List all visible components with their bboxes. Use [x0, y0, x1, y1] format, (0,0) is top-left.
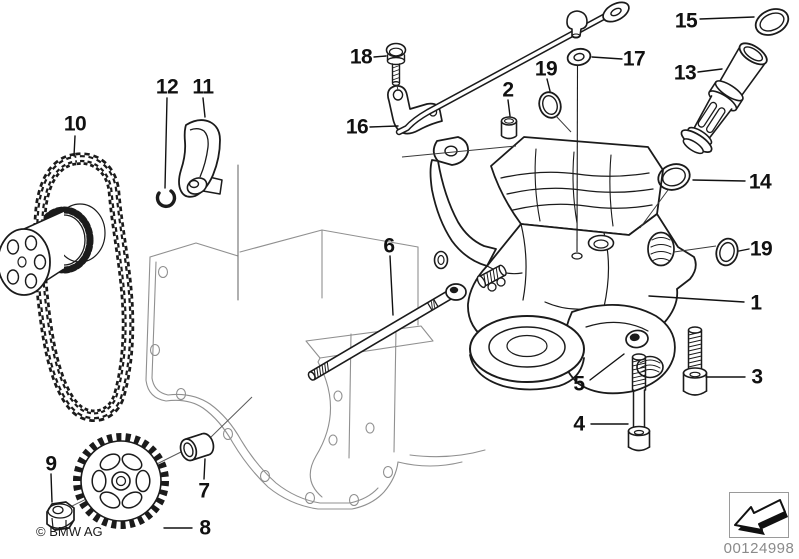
callout-19a[interactable]: 19	[534, 57, 558, 81]
tube-cap	[566, 10, 588, 39]
callout-18[interactable]: 18	[349, 45, 373, 69]
dowel-bushing-2	[500, 116, 518, 140]
pump-dipstick-hole	[571, 252, 583, 260]
callout-5[interactable]: 5	[573, 372, 585, 396]
assembly-guide-lines	[396, 84, 717, 253]
callout-13[interactable]: 13	[673, 61, 697, 85]
ghost-timing-cover	[145, 164, 419, 510]
callout-1[interactable]: 1	[750, 291, 762, 315]
callout-10[interactable]: 10	[63, 112, 87, 136]
timing-chain	[33, 152, 135, 422]
nav-arrow-box[interactable]	[729, 492, 789, 538]
sprocket-bushing	[179, 432, 215, 462]
circlip	[155, 189, 177, 209]
guide-tube	[387, 1, 630, 136]
callout-19b[interactable]: 19	[749, 237, 773, 261]
bolt-3	[682, 326, 708, 396]
image-code: 00124998	[723, 540, 795, 557]
seal-washer-17	[566, 47, 592, 253]
callout-11[interactable]: 11	[192, 75, 214, 99]
tensioner-shoe	[178, 119, 223, 198]
callout-4[interactable]: 4	[573, 412, 585, 436]
suction-strainer	[680, 42, 768, 155]
o-ring-14	[657, 163, 691, 191]
callout-3[interactable]: 3	[751, 365, 763, 389]
drive-sprocket	[73, 433, 169, 529]
callout-12[interactable]: 12	[155, 75, 179, 99]
copyright-text: © BMW AG	[36, 524, 103, 539]
o-ring-15	[754, 8, 790, 36]
pump-pickup-flange	[469, 315, 585, 383]
callout-7[interactable]: 7	[198, 479, 210, 503]
pump-arm	[429, 159, 497, 267]
tube-eyelet	[602, 1, 630, 23]
leader-lines	[50, 16, 755, 529]
pump-threaded-port	[647, 231, 675, 267]
flange-nut	[46, 501, 75, 531]
callout-8[interactable]: 8	[199, 516, 211, 540]
crank-hub-face	[0, 210, 65, 296]
pump-top-port	[587, 234, 615, 252]
back-arrow-icon	[734, 499, 788, 535]
callout-15[interactable]: 15	[674, 9, 698, 33]
bolt-18	[385, 42, 407, 86]
bolt-4	[627, 353, 651, 452]
pump-drive-shaft	[307, 285, 461, 381]
pump-arm-pad	[432, 136, 469, 166]
callout-9[interactable]: 9	[45, 452, 57, 476]
pump-shaft-stub	[476, 264, 507, 289]
oil-pump-assembly	[429, 136, 697, 395]
callout-2[interactable]: 2	[502, 78, 514, 102]
callout-6[interactable]: 6	[383, 234, 395, 258]
o-ring-19b	[715, 237, 739, 267]
callout-16[interactable]: 16	[345, 115, 369, 139]
callout-14[interactable]: 14	[748, 170, 772, 194]
callout-17[interactable]: 17	[622, 47, 646, 71]
o-ring-19a	[538, 91, 562, 119]
washer-5	[625, 329, 649, 349]
